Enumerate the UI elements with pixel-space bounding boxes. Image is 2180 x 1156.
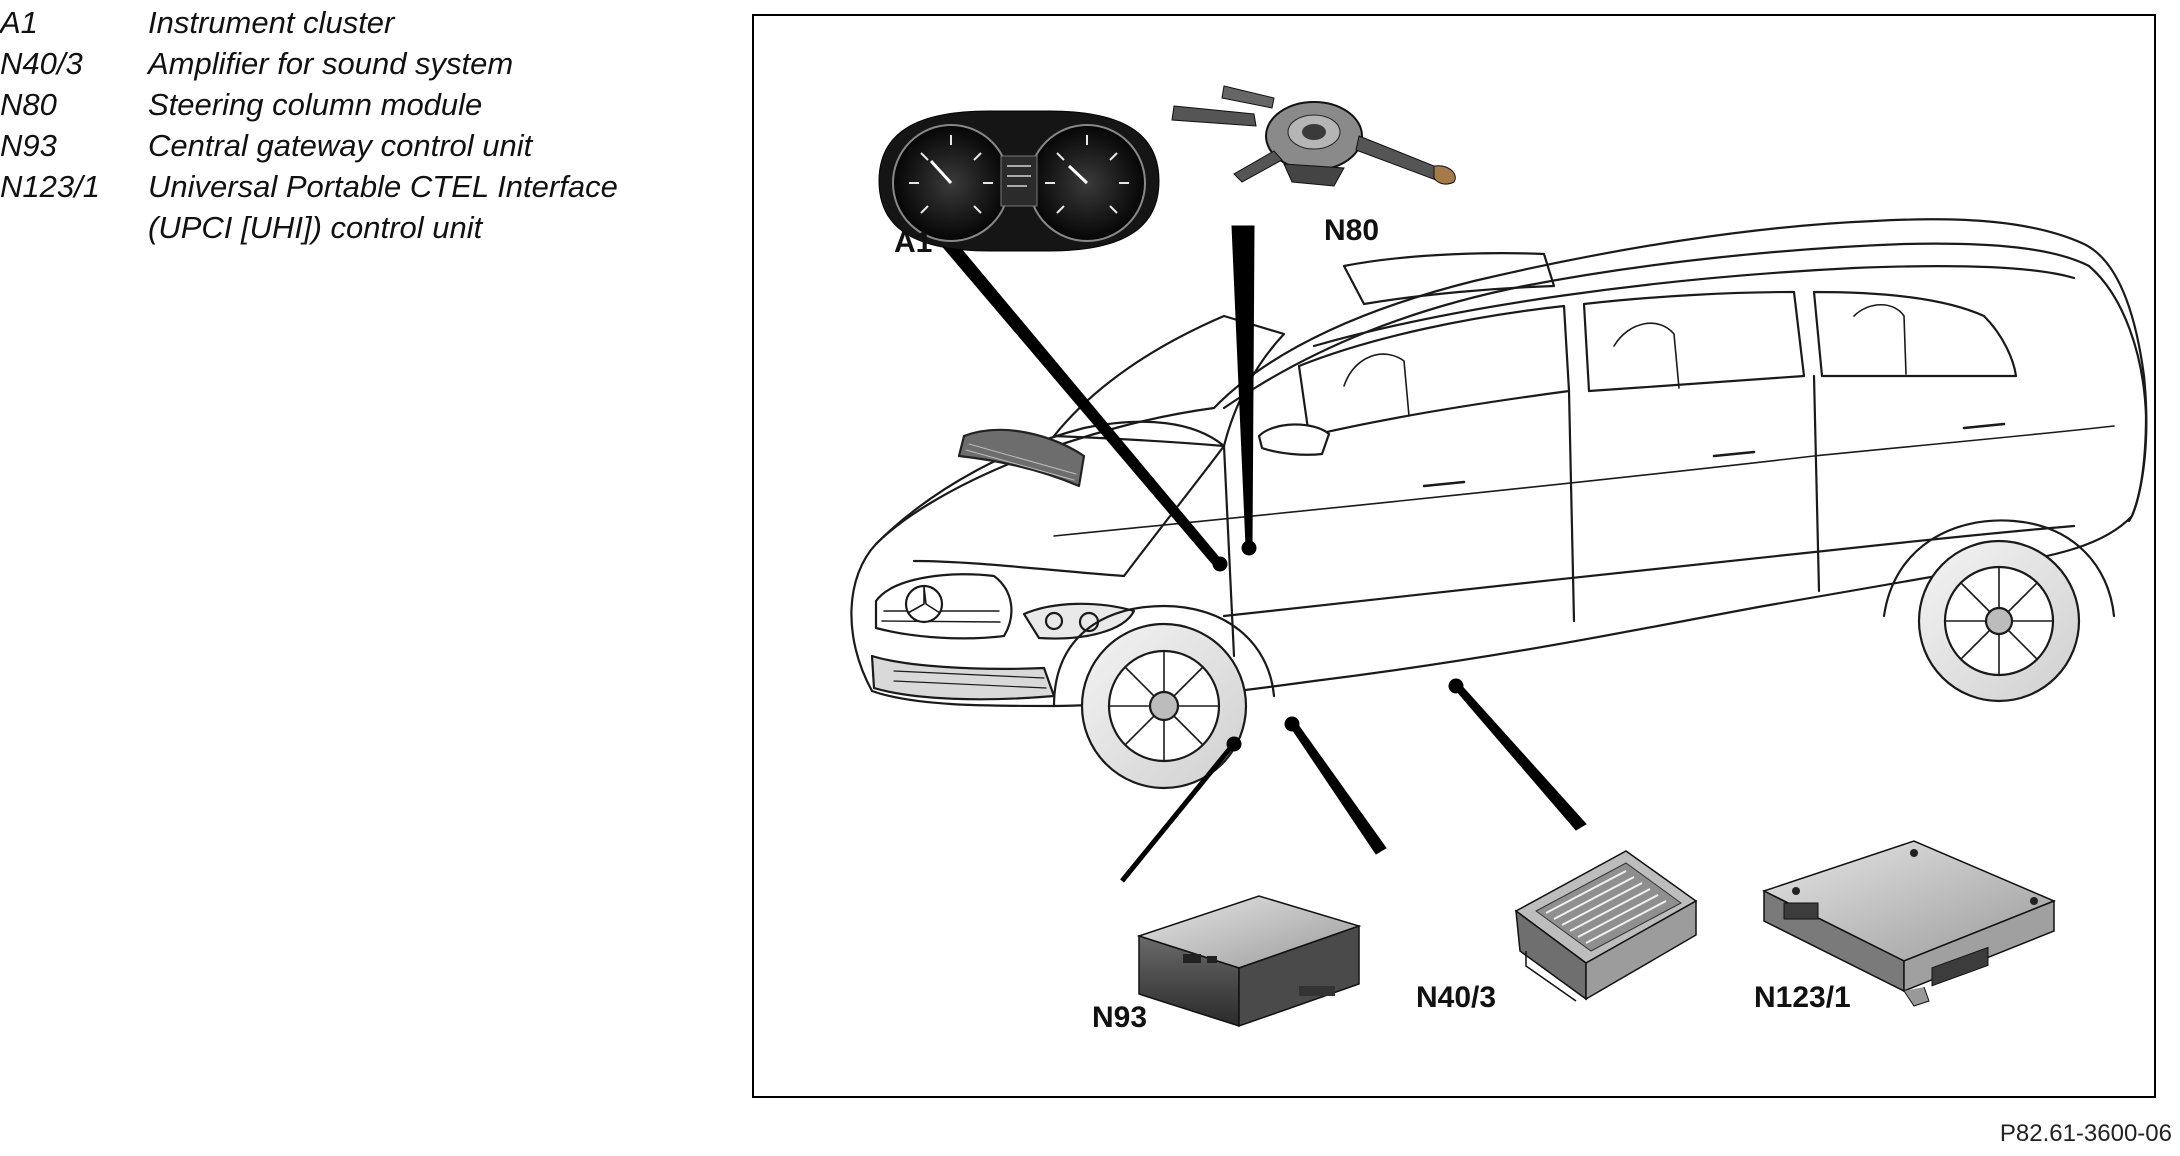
- leader-line-n93: [1120, 744, 1234, 883]
- amplifier-image: [1514, 850, 1698, 1002]
- legend-code: N93: [0, 128, 57, 163]
- legend-code: N80: [0, 87, 57, 122]
- steering-column-module-image: [1171, 85, 1456, 187]
- diagram-frame: A1 N80 N93 N40/3 N123/1: [752, 14, 2156, 1098]
- legend-row-n93: N93 Central gateway control unit: [0, 125, 700, 166]
- location-dot-n80: [1241, 540, 1257, 556]
- legend-description-line-2: (UPCI [UHI]) control unit: [148, 210, 483, 245]
- legend-code: N123/1: [0, 169, 100, 204]
- legend-row-n40-3: N40/3 Amplifier for sound system: [0, 43, 700, 84]
- leader-line-n40-3: [1289, 721, 1387, 855]
- callout-n80: N80: [1324, 214, 1380, 247]
- legend-row-n123-1: N123/1 Universal Portable CTEL Interface…: [0, 166, 700, 248]
- central-gateway-image: [1136, 895, 1362, 1028]
- callout-n93: N93: [1092, 1001, 1148, 1034]
- upci-control-unit-image: [1762, 840, 2056, 1007]
- callout-a1: A1: [894, 226, 933, 259]
- legend-code: A1: [0, 5, 38, 40]
- location-dot-n93: [1226, 736, 1242, 752]
- legend-description: Universal Portable CTEL Interface: [148, 169, 618, 204]
- callout-n123-1: N123/1: [1754, 981, 1851, 1014]
- legend-description: Steering column module: [148, 87, 483, 122]
- legend-row-a1: A1 Instrument cluster: [0, 2, 700, 43]
- leader-line-n123-1: [1453, 683, 1587, 831]
- location-dot-a1: [1212, 556, 1228, 572]
- instrument-cluster-image: [878, 110, 1160, 252]
- component-legend: A1 Instrument cluster N40/3 Amplifier fo…: [0, 2, 700, 248]
- figure-reference-number: P82.61-3600-06: [1999, 1120, 2172, 1147]
- legend-row-n80: N80 Steering column module: [0, 84, 700, 125]
- vehicle-illustration: [850, 218, 2148, 790]
- vehicle-location-diagram: [850, 85, 2148, 1028]
- location-dot-n40-3: [1284, 716, 1300, 732]
- leader-lines: [931, 225, 1587, 883]
- legend-description: Central gateway control unit: [148, 128, 533, 163]
- callout-n40-3: N40/3: [1416, 981, 1497, 1014]
- location-dot-n123-1: [1448, 678, 1464, 694]
- legend-code: N40/3: [0, 46, 83, 81]
- legend-description: Amplifier for sound system: [148, 46, 514, 81]
- legend-description: Instrument cluster: [148, 5, 395, 40]
